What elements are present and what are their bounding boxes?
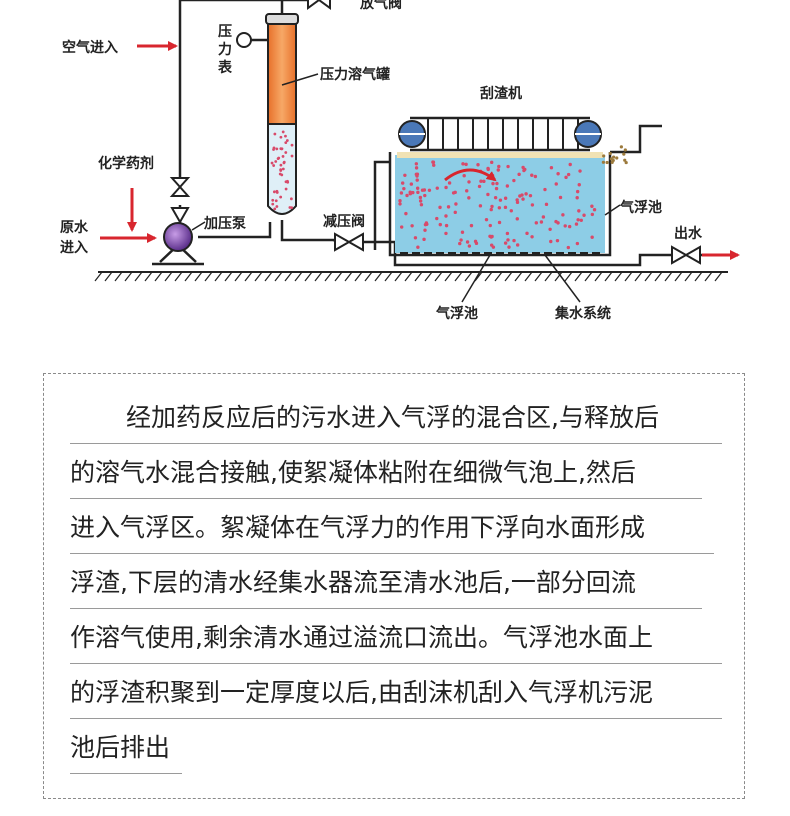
description-line-7: 池后排出 xyxy=(70,733,171,762)
description-rule-4 xyxy=(70,608,702,609)
reducing-valve xyxy=(334,232,364,252)
label-flotation-tank-right: 气浮池 xyxy=(619,199,662,216)
ground-line xyxy=(94,271,728,282)
description-line-2: 的溶气水混合接触,使絮凝体粘附在细微气泡上,然后 xyxy=(70,458,636,487)
description-box xyxy=(43,373,745,799)
description-line-3: 进入气浮区。絮凝体在气浮力的作用下浮向水面形成 xyxy=(70,513,646,542)
label-dissolved-air-tank: 压力溶气罐 xyxy=(320,66,390,83)
label-chemical: 化学药剂 xyxy=(98,155,154,172)
dissolved-air-flotation-diagram: 空气进入 放气阀 压力表 压力溶气罐 刮渣机 化学药剂 原水进入 加压泵 减压阀… xyxy=(60,0,740,322)
leader-lines xyxy=(191,73,621,303)
label-raw-water: 原水进入 xyxy=(60,219,89,256)
label-flotation-tank-bottom: 气浮池 xyxy=(435,305,478,322)
label-outlet: 出水 xyxy=(674,225,703,242)
label-reducing-valve: 减压阀 xyxy=(323,213,365,230)
description-line-4: 浮渣,下层的清水经集水器流至清水池后,一部分回流 xyxy=(70,568,636,597)
description-line-6: 的浮渣积聚到一定厚度以后,由刮沫机刮入气浮机污泥 xyxy=(70,678,653,707)
description-rule-6 xyxy=(70,718,722,719)
pressure-pump xyxy=(152,222,204,266)
label-air-inlet: 空气进入 xyxy=(62,39,118,56)
description-rule-7 xyxy=(70,773,182,774)
description-line-5: 作溶气使用,剩余清水通过溢流口流出。气浮池水面上 xyxy=(70,623,653,652)
description-line-1: 经加药反应后的污水进入气浮的混合区,与释放后 xyxy=(126,403,659,432)
outlet-valve xyxy=(671,245,701,265)
label-collection-system: 集水系统 xyxy=(554,305,611,322)
label-pump: 加压泵 xyxy=(203,216,246,232)
pressure-gauge xyxy=(236,32,252,48)
scraper xyxy=(398,116,602,152)
description-rule-5 xyxy=(70,663,722,664)
label-scraper: 刮渣机 xyxy=(480,85,522,102)
dissolved-air-tank xyxy=(265,13,299,215)
label-pressure-gauge: 压力表 xyxy=(217,24,233,76)
label-vent-valve: 放气阀 xyxy=(359,0,402,12)
vent-valve xyxy=(307,0,331,10)
description-rule-3 xyxy=(70,553,714,554)
description-rule-1 xyxy=(70,443,722,444)
check-valve xyxy=(169,177,191,225)
flotation-tank xyxy=(373,124,662,257)
description-rule-2 xyxy=(70,498,702,499)
